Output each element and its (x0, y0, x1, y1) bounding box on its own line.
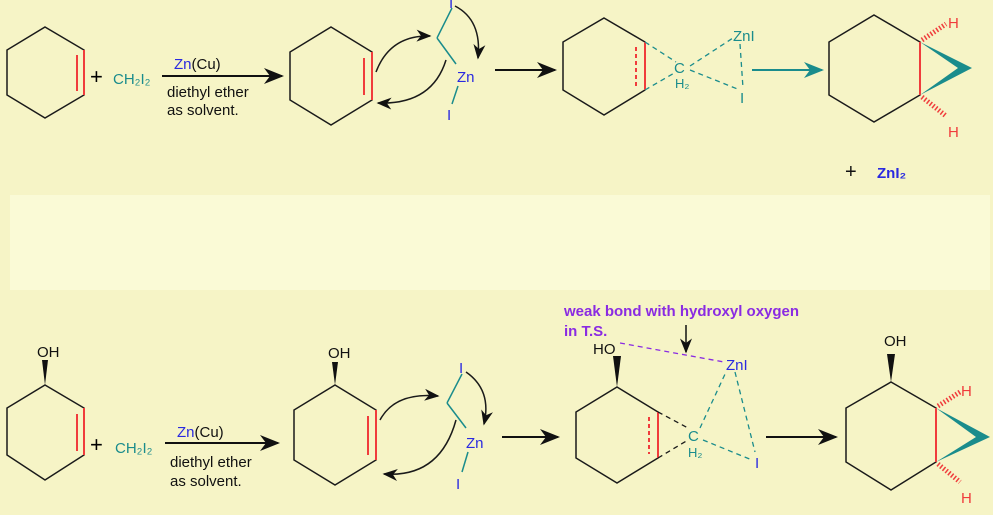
svg-text:Zn: Zn (457, 69, 475, 86)
curved-arrow (382, 419, 457, 481)
cyclohexene (6, 26, 85, 119)
svg-text:H: H (961, 490, 972, 507)
zinc-iodide-label: ZnI₂ (877, 165, 906, 182)
svg-text:Zn: Zn (466, 435, 484, 452)
plus-sign: + (90, 432, 103, 457)
annotation-line-1: weak bond with hydroxyl oxygen (563, 303, 799, 320)
svg-text:HO: HO (593, 341, 616, 358)
cyclohexenol-intermediate: OH (293, 345, 377, 486)
curved-arrow (375, 29, 432, 73)
reagent-label: Zn(Cu) (174, 56, 221, 73)
annotation-line-2: in T.S. (564, 323, 607, 340)
solvent-label-2: as solvent. (167, 102, 239, 119)
svg-text:H: H (948, 15, 959, 32)
svg-text:ZnI: ZnI (733, 28, 755, 45)
carbenoid: I Zn I (436, 0, 475, 124)
svg-text:I: I (459, 360, 463, 377)
svg-text:H₂: H₂ (675, 76, 689, 91)
svg-text:H: H (961, 383, 972, 400)
svg-text:C: C (674, 60, 685, 77)
svg-text:H₂: H₂ (688, 445, 702, 460)
solvent-label-1: diethyl ether (170, 454, 252, 471)
svg-text:I: I (456, 476, 460, 493)
norcarane-product: H H (828, 14, 972, 141)
plus-sign: + (845, 161, 857, 183)
svg-text:OH: OH (37, 344, 60, 361)
curved-arrow (376, 59, 447, 110)
svg-text:I: I (740, 90, 744, 107)
svg-text:OH: OH (328, 345, 351, 362)
curved-arrow (465, 371, 493, 426)
solvent-label-1: diethyl ether (167, 84, 249, 101)
hydroxyl-transition-state: HO C H₂ ZnI I (575, 341, 759, 484)
svg-text:OH: OH (884, 333, 907, 350)
curved-arrow (454, 5, 486, 60)
hydroxy-norcarane-product: OH H H (845, 333, 990, 507)
diiodomethane-label: CH₂I₂ (115, 440, 153, 457)
plus-sign: + (90, 64, 103, 89)
cyclohexenol: OH (6, 344, 85, 481)
cyclohexene-intermediate (289, 26, 373, 126)
svg-text:H: H (948, 124, 959, 141)
svg-text:I: I (449, 0, 453, 12)
light-band (10, 195, 990, 290)
carbenoid: I Zn I (446, 360, 484, 493)
reagent-label: Zn(Cu) (177, 424, 224, 441)
svg-text:ZnI: ZnI (726, 357, 748, 374)
solvent-label-2: as solvent. (170, 473, 242, 490)
transition-state: C H₂ ZnI I (562, 17, 755, 116)
diiodomethane-label: CH₂I₂ (113, 71, 151, 88)
svg-text:I: I (447, 107, 451, 124)
svg-text:C: C (688, 428, 699, 445)
svg-text:I: I (755, 455, 759, 472)
curved-arrow (379, 388, 440, 421)
